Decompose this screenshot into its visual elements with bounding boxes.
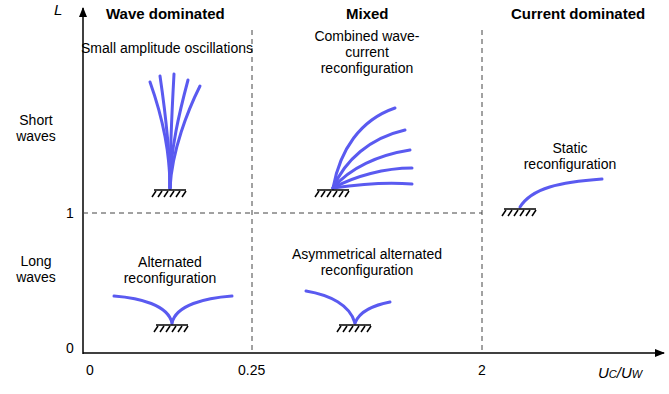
- axis-label: L: [54, 2, 62, 18]
- axis-label: C: [609, 368, 617, 380]
- regime-header: Current dominated: [511, 6, 645, 22]
- regime-caption: Combined wave-current reconfiguration: [312, 28, 422, 76]
- regime-header: Wave dominated: [106, 6, 225, 22]
- regime-caption: Small amplitude oscillations: [81, 40, 253, 56]
- regime-caption: Alternated reconfiguration: [100, 254, 240, 286]
- axis-label: W: [632, 368, 642, 380]
- axis-label: U: [598, 364, 609, 381]
- y-axis: [82, 8, 84, 354]
- tick-label: 0.25: [238, 362, 265, 378]
- tick-label: 0: [86, 362, 94, 378]
- tick-label: 2: [478, 362, 486, 378]
- regime-caption: Asymmetrical alternated reconfiguration: [282, 246, 452, 278]
- x-axis: [83, 352, 664, 354]
- tick-label: 0: [66, 340, 74, 356]
- tick-label: 1: [66, 205, 74, 221]
- axis-label: UC/UW: [598, 365, 642, 382]
- regime-caption: Static reconfiguration: [515, 140, 625, 172]
- wave-length-label: Short waves: [6, 112, 66, 144]
- regime-header: Mixed: [346, 6, 389, 22]
- regime-boundaries: [83, 30, 482, 353]
- wave-length-label: Long waves: [6, 253, 66, 285]
- axis-label: /U: [617, 364, 632, 381]
